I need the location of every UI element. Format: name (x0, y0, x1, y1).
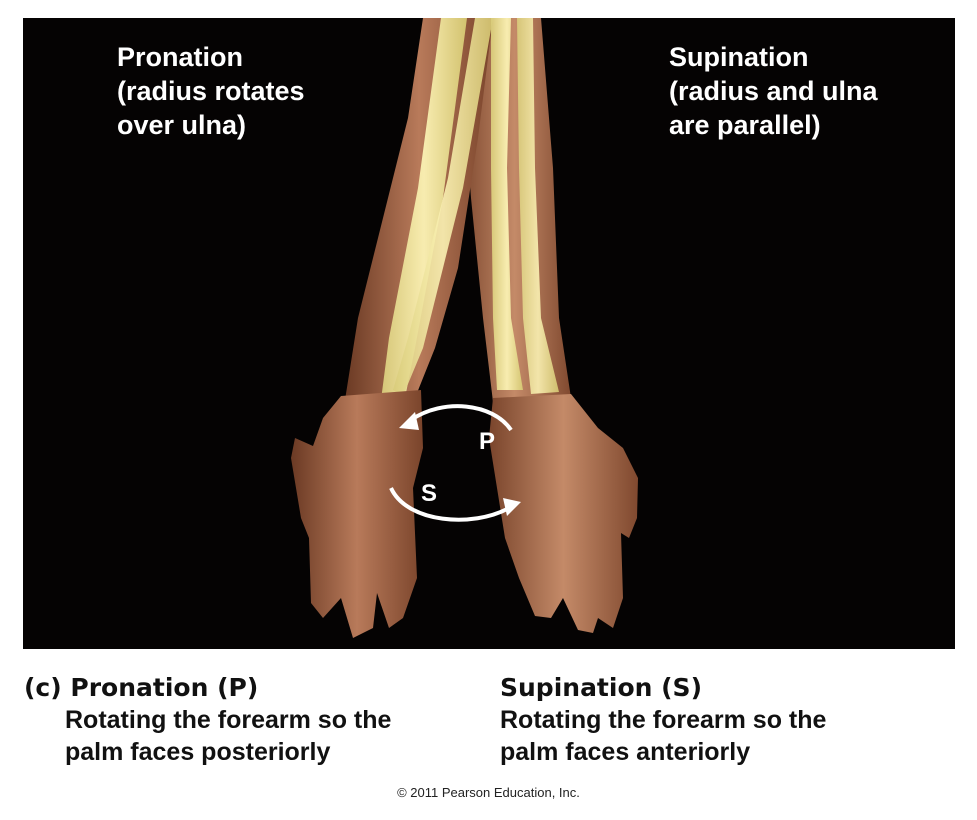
supination-overlay-text: Supination (radius and ulna are parallel… (669, 40, 878, 142)
supination-caption: Supination (S) Rotating the forearm so t… (500, 672, 826, 768)
radius-bone-right (491, 18, 523, 390)
ulna-bone-right (517, 18, 559, 394)
p-arrow-label: P (479, 428, 496, 455)
right-forearm (458, 18, 571, 402)
pronation-arrow (409, 404, 513, 432)
supination-caption-title: Supination (S) (500, 673, 702, 702)
pronation-arrowhead (399, 412, 419, 430)
supination-overlay-line2: (radius and ulna (669, 76, 878, 106)
supination-overlay-line3: are parallel) (669, 110, 821, 140)
supination-overlay-line1: Supination (669, 42, 809, 72)
forearm-photo: Pronation (radius rotates over ulna) Sup… (23, 18, 955, 649)
supination-arrow (389, 487, 510, 522)
pronation-overlay-line2: (radius rotates (117, 76, 305, 106)
supination-caption-line1: Rotating the forearm so the (500, 706, 827, 734)
pronation-caption-title: Pronation (P) (70, 673, 259, 702)
pronation-caption: (c) Pronation (P) Rotating the forearm s… (24, 672, 391, 768)
right-hand (489, 394, 638, 633)
caption-part-letter: (c) (24, 673, 62, 702)
forearm-illustration (291, 18, 638, 638)
radius-bone-left (381, 18, 467, 400)
s-arrow-label: S (421, 480, 438, 507)
pronation-caption-line1: Rotating the forearm so the (65, 706, 392, 734)
pronation-overlay-text: Pronation (radius rotates over ulna) (117, 40, 305, 142)
pronation-caption-line2: palm faces posteriorly (65, 738, 331, 766)
ulna-bone-left (393, 18, 493, 396)
copyright-notice: © 2011 Pearson Education, Inc. (397, 785, 580, 800)
supination-arrowhead (503, 498, 521, 516)
pronation-overlay-line3: over ulna) (117, 110, 247, 140)
pronation-overlay-line1: Pronation (117, 42, 243, 72)
left-hand (291, 390, 423, 638)
supination-caption-line2: palm faces anteriorly (500, 738, 751, 766)
